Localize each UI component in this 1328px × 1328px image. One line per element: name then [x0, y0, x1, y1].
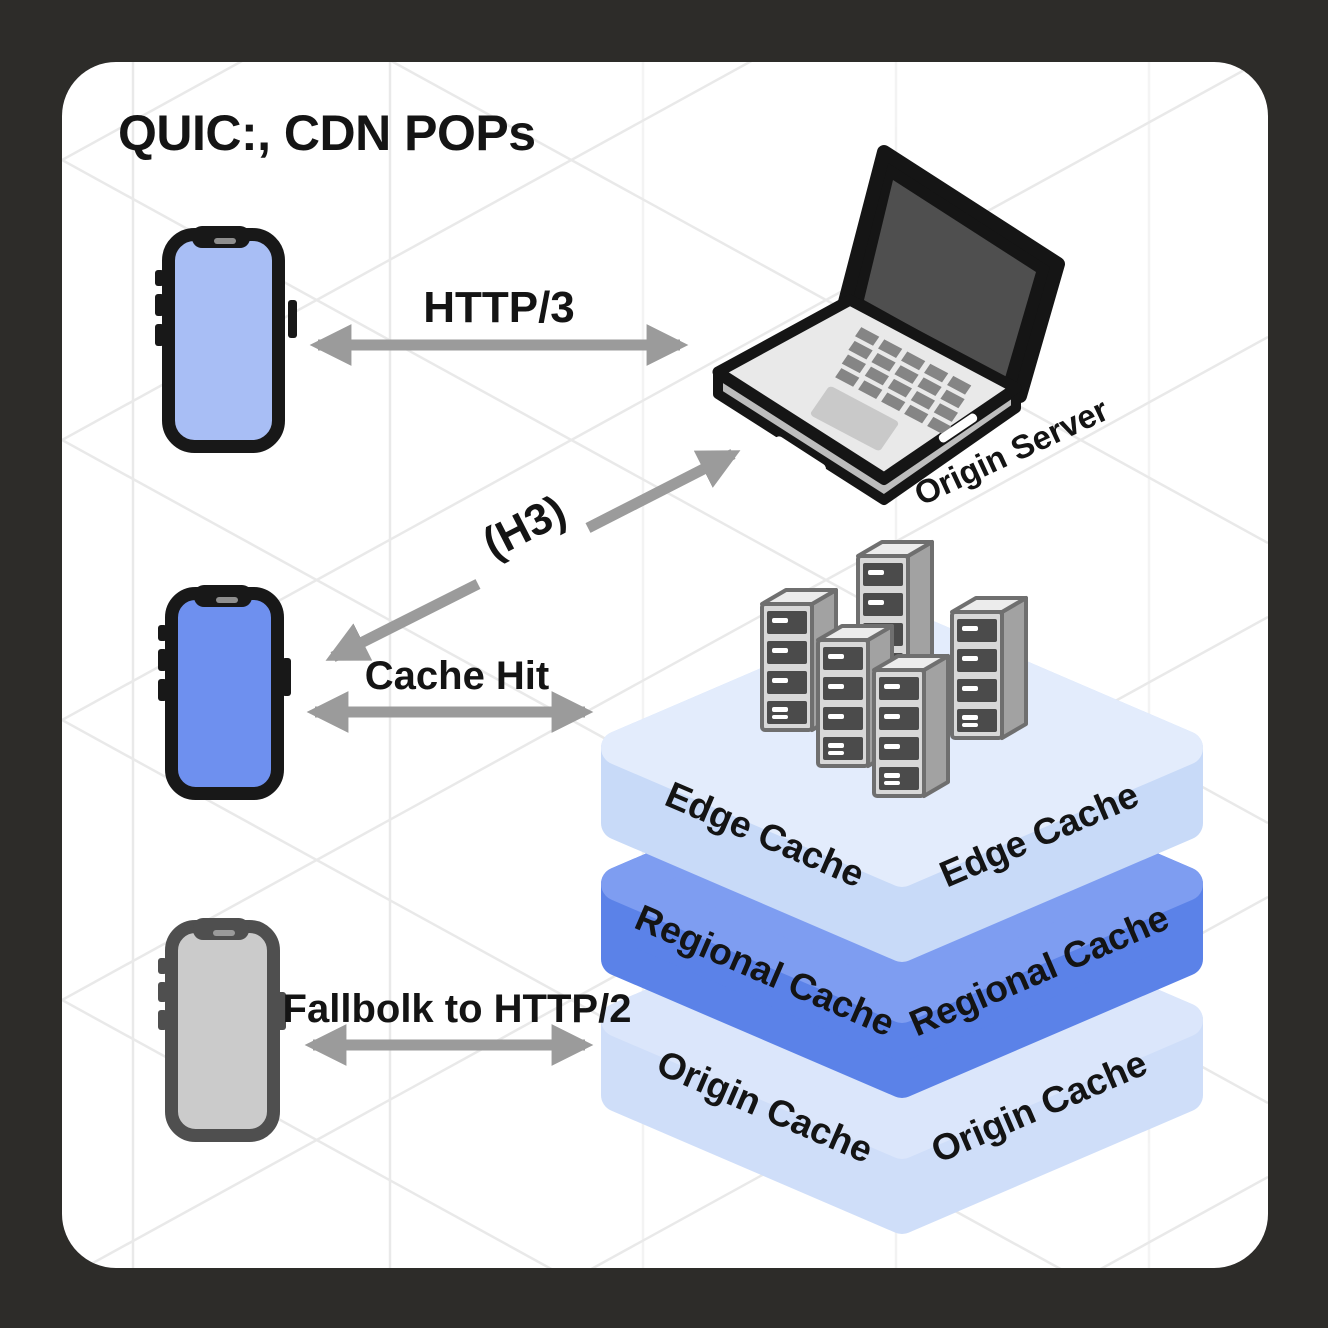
- phone-notch: [192, 226, 250, 248]
- laptop-front-slot: [774, 436, 826, 474]
- laptop-icon: [712, 145, 1065, 505]
- arrow-h3-up: [585, 449, 741, 533]
- laptop-keyboard: [835, 327, 976, 438]
- phone-http3: [155, 226, 297, 453]
- smartphone-icon: [165, 587, 284, 800]
- phone-speaker: [216, 597, 238, 603]
- arrow-h3-down: [325, 579, 481, 662]
- phone-side-buttons: [155, 270, 164, 286]
- smartphone-icon: [162, 228, 285, 453]
- label-http3: HTTP/3: [423, 283, 575, 332]
- connection-http3: HTTP/3: [309, 283, 689, 366]
- phone-notch: [193, 918, 249, 940]
- smartphone-icon: [165, 920, 280, 1142]
- server-tower-icon: [872, 654, 950, 798]
- label-fallback: Fallbolk to HTTP/2: [283, 987, 632, 1031]
- phone-notch: [194, 585, 252, 607]
- phone-speaker: [213, 930, 235, 936]
- connection-cache-hit: Cache Hit: [306, 654, 594, 733]
- phone-fallback: [158, 918, 286, 1142]
- laptop-screen: [864, 180, 1036, 378]
- phone-speaker: [214, 238, 236, 244]
- laptop-trackpad: [810, 386, 899, 451]
- page-title: QUIC:, CDN POPs: [118, 105, 536, 161]
- laptop-side-port: [938, 413, 978, 443]
- server-tower-icon: [950, 596, 1028, 740]
- connection-fallback: Fallbolk to HTTP/2: [283, 987, 632, 1066]
- phone-cache: [158, 585, 291, 800]
- label-cache-hit: Cache Hit: [365, 654, 550, 698]
